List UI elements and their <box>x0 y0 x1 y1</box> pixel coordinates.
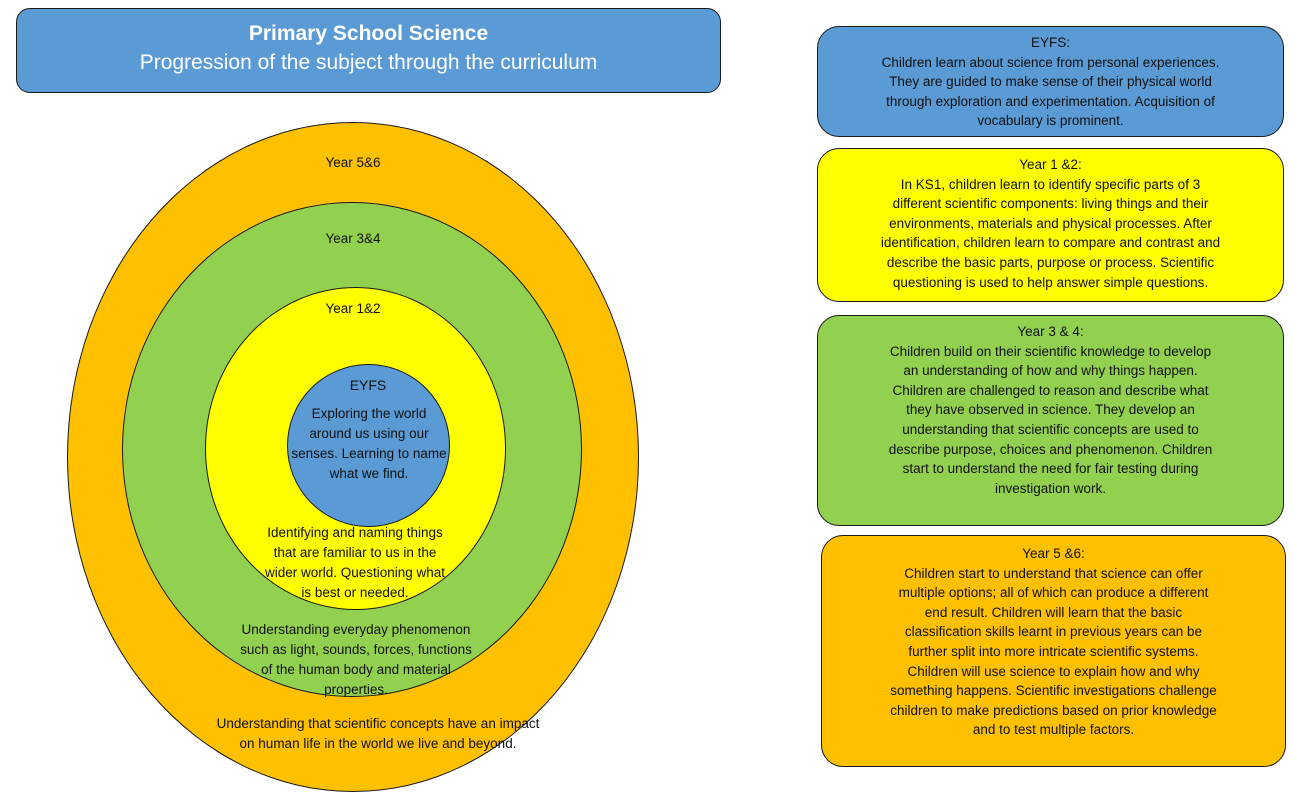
info-box-heading: EYFS: <box>1030 35 1070 50</box>
diagram-subtitle: Progression of the subject through the c… <box>139 51 598 74</box>
info-box-line: an understanding of how and why things h… <box>903 363 1198 379</box>
ring-desc-line: Exploring the world <box>311 406 427 421</box>
info-box-line: describe purpose, choices and phenomenon… <box>888 441 1213 457</box>
ring-desc-eyfs: Exploring the world around us using our … <box>288 404 450 484</box>
ring-label-year-1-2: Year 1&2 <box>325 301 381 316</box>
info-box-line: Children start to understand that scienc… <box>904 565 1203 581</box>
info-box-line: describe the basic parts, purpose or pro… <box>886 254 1215 270</box>
info-box-line: In KS1, children learn to identify speci… <box>900 176 1201 192</box>
info-box-line: Children learn about science from person… <box>881 54 1220 70</box>
ring-desc-line: properties. <box>324 682 388 697</box>
info-box-year-1-2: Year 1 &2: In KS1, children learn to ide… <box>817 148 1284 302</box>
ring-desc-line: Understanding that scientific concepts h… <box>216 716 540 731</box>
ring-desc-line: of the human body and material <box>261 662 451 677</box>
info-box-line: They are guided to make sense of their p… <box>889 74 1212 90</box>
info-box-line: vocabulary is prominent. <box>977 113 1124 129</box>
info-box-line: questioning is used to help answer simpl… <box>892 274 1209 290</box>
ring-desc-line: around us using our <box>309 426 429 441</box>
ring-label-year-3-4: Year 3&4 <box>325 231 381 246</box>
info-box-heading: Year 1 &2: <box>1019 157 1082 172</box>
info-box-eyfs: EYFS: Children learn about science from … <box>817 26 1284 137</box>
info-box-line: Children build on their scientific knowl… <box>889 343 1212 359</box>
ring-desc-line: on human life in the world we live and b… <box>239 736 517 751</box>
ring-desc-line: Identifying and naming things <box>267 525 443 540</box>
diagram-title: Primary School Science <box>248 22 489 45</box>
info-box-line: through exploration and experimentation.… <box>886 93 1215 109</box>
ring-desc-line: senses. Learning to name <box>291 446 447 461</box>
info-box-line: something happens. Scientific investigat… <box>890 683 1217 699</box>
info-box-heading: Year 3 & 4: <box>1017 324 1084 339</box>
info-box-line: environments, materials and physical pro… <box>889 215 1212 231</box>
ring-desc-line: Understanding everyday phenomenon <box>241 622 471 637</box>
info-box-line: start to understand the need for fair te… <box>902 461 1199 477</box>
title-box: Primary School Science Progression of th… <box>16 8 721 93</box>
ring-label-eyfs: EYFS <box>349 377 387 393</box>
info-box-line: they have observed in science. They deve… <box>906 402 1195 418</box>
ring-desc-line: what we find. <box>329 466 409 481</box>
info-box-line: investigation work. <box>994 480 1107 496</box>
info-box-line: multiple options; all of which can produ… <box>898 585 1209 601</box>
info-box-year-5-6: Year 5 &6: Children start to understand … <box>821 535 1286 767</box>
ring-desc-line: that are familiar to us in the <box>273 545 437 560</box>
ring-label-year-5-6: Year 5&6 <box>325 155 381 170</box>
info-box-line: Children are challenged to reason and de… <box>892 382 1209 398</box>
info-box-heading: Year 5 &6: <box>1022 546 1085 561</box>
ring-desc-line: is best or needed. <box>301 585 409 600</box>
info-box-line: end result. Children will learn that the… <box>924 604 1183 620</box>
ring-desc-line: such as light, sounds, forces, functions <box>240 642 472 657</box>
info-box-year-3-4: Year 3 & 4: Children build on their scie… <box>817 315 1284 526</box>
ring-desc-year-5-6: Understanding that scientific concepts h… <box>183 714 573 754</box>
ring-desc-year-1-2: Identifying and naming things that are f… <box>245 523 465 603</box>
info-box-line: understanding that scientific concepts a… <box>902 421 1199 437</box>
info-box-line: Children will use science to explain how… <box>907 663 1200 679</box>
info-box-line: different scientific components: living … <box>892 196 1209 212</box>
ring-desc-year-3-4: Understanding everyday phenomenon such a… <box>221 620 491 700</box>
info-box-line: identification, children learn to compar… <box>880 235 1221 251</box>
info-box-line: children to make predictions based on pr… <box>890 702 1217 718</box>
ring-desc-line: wider world. Questioning what <box>264 565 446 580</box>
info-box-line: classification skills learnt in previous… <box>904 624 1203 640</box>
ring-eyfs <box>287 364 450 527</box>
info-box-line: and to test multiple factors. <box>972 722 1135 738</box>
info-box-line: further split into more intricate scient… <box>908 643 1199 659</box>
